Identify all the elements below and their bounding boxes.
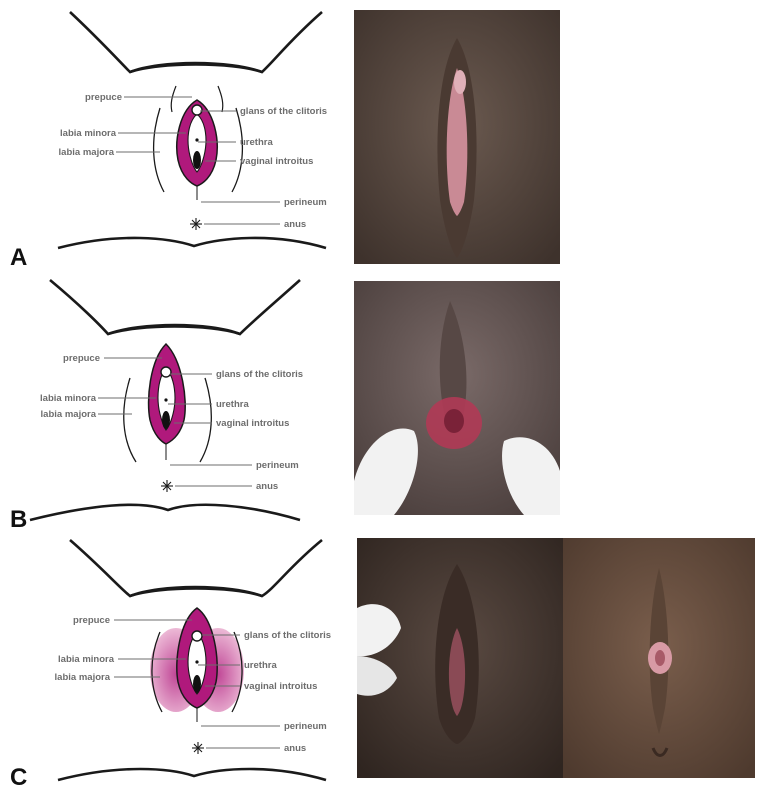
anatomy-diagrams: prepuce glans of the clitoris labia mino… bbox=[0, 0, 340, 786]
photo-c-right bbox=[563, 538, 755, 778]
label-c-labia-minora: labia minora bbox=[58, 654, 115, 665]
label-c-anus: anus bbox=[284, 743, 306, 754]
label-c-labia-majora: labia majora bbox=[55, 672, 111, 683]
label-b-perineum: perineum bbox=[256, 460, 299, 471]
label-a-perineum: perineum bbox=[284, 197, 327, 208]
label-b-urethra: urethra bbox=[216, 399, 249, 410]
photo-a bbox=[354, 10, 560, 264]
label-b-prepuce: prepuce bbox=[63, 353, 100, 364]
diagram-c: prepuce glans of the clitoris labia mino… bbox=[55, 540, 332, 780]
label-b-anus: anus bbox=[256, 481, 278, 492]
label-a-urethra: urethra bbox=[240, 137, 273, 148]
label-a-labia-minora: labia minora bbox=[60, 128, 117, 139]
label-a-prepuce: prepuce bbox=[85, 92, 122, 103]
label-a-vaginal-introitus: vaginal introitus bbox=[240, 156, 313, 167]
label-c-vaginal-introitus: vaginal introitus bbox=[244, 681, 317, 692]
diagram-b: prepuce glans of the clitoris labia mino… bbox=[30, 280, 303, 520]
photo-b bbox=[354, 281, 560, 515]
label-a-anus: anus bbox=[284, 219, 306, 230]
photo-c-left bbox=[357, 538, 563, 778]
label-b-vaginal-introitus: vaginal introitus bbox=[216, 418, 289, 429]
label-a-labia-majora: labia majora bbox=[59, 147, 115, 158]
label-b-glans: glans of the clitoris bbox=[216, 369, 303, 380]
label-b-labia-majora: labia majora bbox=[41, 409, 97, 420]
label-c-prepuce: prepuce bbox=[73, 615, 110, 626]
diagram-a: prepuce glans of the clitoris labia mino… bbox=[58, 12, 327, 248]
label-c-perineum: perineum bbox=[284, 721, 327, 732]
label-c-urethra: urethra bbox=[244, 660, 277, 671]
label-b-labia-minora: labia minora bbox=[40, 393, 97, 404]
label-a-glans: glans of the clitoris bbox=[240, 106, 327, 117]
label-c-glans: glans of the clitoris bbox=[244, 630, 331, 641]
